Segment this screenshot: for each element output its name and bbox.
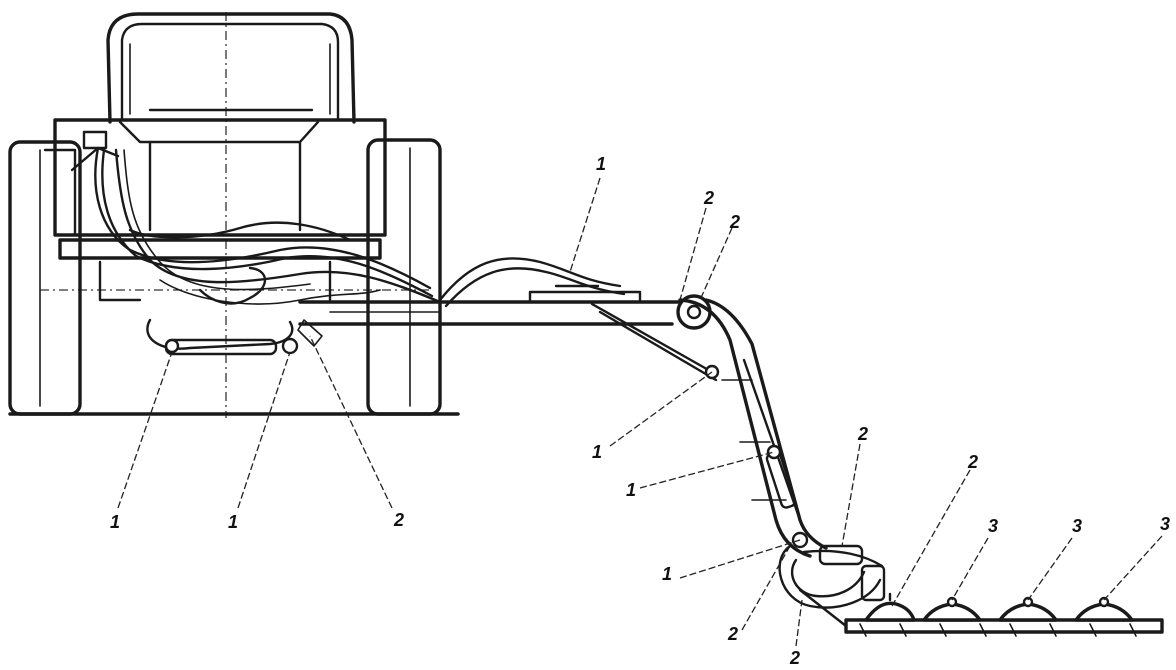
disc-2 bbox=[922, 596, 982, 622]
diagonal-brace bbox=[590, 302, 714, 374]
left-rear-wheel bbox=[8, 140, 82, 416]
cutter-bar bbox=[844, 592, 1164, 637]
callout-label: 3 bbox=[1072, 516, 1082, 536]
tractor-cab bbox=[106, 12, 356, 124]
callout-label: 1 bbox=[228, 512, 238, 532]
callout-label: 1 bbox=[626, 480, 636, 500]
rear-hitch-frame bbox=[58, 238, 382, 260]
callout-label: 1 bbox=[596, 154, 606, 174]
right-rear-wheel bbox=[366, 138, 442, 416]
arm-cylinder bbox=[742, 358, 802, 522]
hydraulic-hose bbox=[94, 146, 432, 290]
callout-label: 3 bbox=[988, 516, 998, 536]
callout-label: 2 bbox=[967, 452, 978, 472]
cutter-bar-beam bbox=[844, 618, 1164, 634]
disc-4 bbox=[1074, 596, 1134, 622]
callout-label: 2 bbox=[393, 510, 404, 530]
gearbox bbox=[818, 544, 864, 566]
head-hose-loop bbox=[778, 544, 882, 609]
boom-cylinder bbox=[528, 290, 642, 304]
lift-cylinder bbox=[146, 318, 294, 350]
callout-label: 2 bbox=[727, 624, 738, 644]
disc-3 bbox=[998, 596, 1058, 622]
callout-label: 2 bbox=[729, 212, 740, 232]
mower-boom bbox=[298, 257, 886, 628]
hose-coupling bbox=[297, 319, 323, 347]
descending-arm-right bbox=[704, 298, 828, 550]
callout-label: 2 bbox=[703, 188, 714, 208]
valve-block bbox=[82, 130, 108, 150]
callout-label: 1 bbox=[110, 512, 120, 532]
leader-lines bbox=[117, 177, 1163, 647]
disc-1 bbox=[864, 592, 916, 622]
tractor bbox=[8, 12, 460, 418]
callout-labels: 1 2 2 1 1 2 1 1 2 2 1 2 2 3 3 3 bbox=[110, 154, 1170, 668]
callout-label: 2 bbox=[789, 648, 800, 668]
callout-label: 3 bbox=[1160, 514, 1170, 534]
callout-label: 1 bbox=[662, 564, 672, 584]
callout-label: 2 bbox=[857, 424, 868, 444]
cab-window bbox=[120, 22, 340, 122]
callout-label: 1 bbox=[592, 442, 602, 462]
descending-arm-left bbox=[678, 298, 812, 558]
